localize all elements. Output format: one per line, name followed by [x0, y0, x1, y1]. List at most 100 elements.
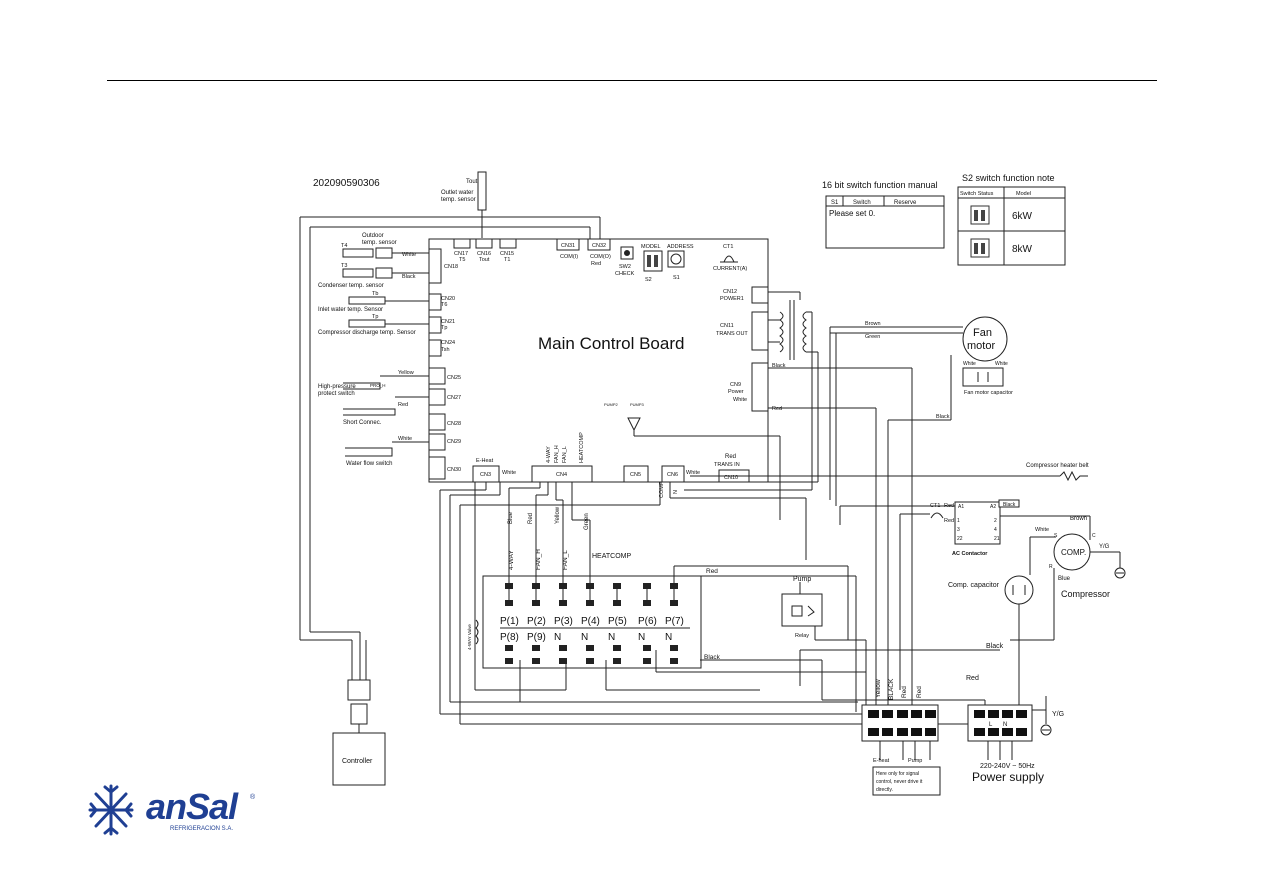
relay-pin: [505, 658, 513, 664]
terminal-screw: [988, 710, 999, 718]
cn5-label: CN5: [630, 472, 641, 478]
fan-cap-label: Fan motor capacitor: [964, 390, 1013, 396]
cn11-label: CN11: [720, 323, 734, 329]
tp-label: Tp: [372, 314, 378, 320]
controller-plug: [347, 679, 371, 701]
terminal-screw: [925, 710, 936, 718]
manual-note: Please set 0.: [829, 209, 875, 218]
cn9-red: Red: [772, 406, 782, 412]
relay-pin: [559, 645, 567, 651]
pin-21: 22: [957, 536, 963, 542]
fan-black: Black: [936, 414, 950, 420]
valve-coil-icon: [475, 619, 479, 645]
relay-contact-icon: [807, 605, 815, 617]
cn32-sub2: Red: [591, 261, 601, 267]
pin-2: 2: [994, 518, 997, 524]
relay-top-label: P(4): [581, 616, 600, 627]
inlet-sensor-label: Inlet water temp. Sensor: [318, 307, 383, 313]
cn29-white: White: [398, 436, 412, 442]
terminal-label: P1: [912, 712, 918, 718]
comp-yg: Y/G: [1099, 544, 1110, 550]
cn29-label: CN29: [447, 439, 461, 445]
fan-label1: Fan: [973, 327, 992, 339]
t4-label: T4: [341, 243, 347, 249]
pump2-label: PUMP2: [604, 402, 619, 407]
transformer-coil-icon: [802, 311, 807, 353]
relay-pin: [670, 600, 678, 606]
ct-coil-icon: [930, 512, 944, 519]
relay-pin: [532, 658, 540, 664]
power-supply-label: Power supply: [972, 770, 1044, 784]
outdoor-sensor-1: Outdoor: [362, 233, 384, 239]
sensor-plug-icon: [375, 247, 393, 259]
relay-bottom-label: N: [665, 632, 672, 643]
terminal-screw: [868, 728, 879, 736]
comp-label: COMP.: [1061, 548, 1086, 557]
cn30-label: CN30: [447, 467, 461, 473]
pump3-label: PUMP3: [630, 402, 645, 407]
manual-col-s1: S1: [831, 200, 839, 206]
fan-label2: motor: [967, 340, 995, 352]
cn9-black: Black: [772, 363, 786, 369]
cn15-sub: T1: [504, 257, 510, 263]
t1-note2: control, never drive it: [876, 779, 923, 785]
ac-red2: Red: [944, 518, 954, 524]
t4-thermistor: [342, 248, 374, 258]
cn6-n: N: [673, 490, 679, 494]
outlet-sensor: [477, 171, 487, 211]
terminal-screw: [925, 728, 936, 736]
heater-icon: [1059, 470, 1088, 482]
switch-manual-title: 16 bit switch function manual: [822, 180, 938, 190]
comp-cap-label: Comp. capacitor: [948, 582, 1000, 589]
ansal-logo: [88, 784, 134, 836]
switch-manual-table: [825, 195, 945, 249]
cn11-sub: TRANS OUT: [716, 331, 748, 337]
t1-eheat: E-heat: [873, 758, 890, 764]
wire-red: Red: [528, 513, 534, 524]
address-label: ADDRESS: [667, 244, 694, 250]
t1-note1: Here only for signal: [876, 771, 919, 777]
cn9-white: White: [733, 397, 747, 403]
terminal-screw: [1016, 728, 1027, 736]
relay-top-label: P(1): [500, 616, 519, 627]
relay-pin: [532, 600, 540, 606]
sw2-sub: CHECK: [615, 271, 635, 277]
manual-col-reserve: Reserve: [894, 200, 917, 206]
t1-yellow: Yellow: [875, 679, 882, 698]
cn16-sub: Tout: [479, 257, 490, 263]
cn18-white: White: [402, 252, 416, 258]
cn18-black: Black: [402, 274, 416, 280]
flow-switch-label: Water flow switch: [346, 461, 392, 467]
cn20-sub: T6: [441, 302, 447, 308]
ac-black: Black: [1003, 502, 1016, 508]
short-connector: [343, 408, 396, 416]
diode-icon: [627, 417, 641, 432]
hp-switch-label2: protect switch: [318, 391, 355, 397]
model-label: MODEL: [641, 244, 661, 250]
s2-row1-model: 6kW: [1012, 211, 1033, 222]
cn6-label: CN6: [667, 472, 678, 478]
relay-pin: [643, 600, 651, 606]
diagram-code: 202090590306: [313, 178, 380, 189]
snowflake-icon: [88, 784, 134, 836]
tb-label: Tb: [372, 291, 378, 297]
cn4-label: CN4: [556, 472, 567, 478]
cn28-label: CN28: [447, 421, 461, 427]
terminal-screw: [988, 728, 999, 736]
controller-box: [332, 732, 386, 786]
cn18-label: CN18: [444, 264, 458, 270]
cn12-label: CN12: [723, 289, 737, 295]
cn17-sub: T5: [459, 257, 465, 263]
transformer-coil-icon: [779, 311, 784, 353]
relay-pin: [613, 600, 621, 606]
t1-note3: directly.: [876, 787, 893, 793]
outlet-sensor-desc: Outlet water: [441, 190, 473, 196]
t1-red2: Red: [916, 686, 923, 698]
t1-black: BLACK: [888, 678, 895, 700]
relay-black: Black: [704, 654, 721, 661]
header-rule: [107, 80, 1157, 81]
cn20-label: CN20: [441, 296, 455, 302]
